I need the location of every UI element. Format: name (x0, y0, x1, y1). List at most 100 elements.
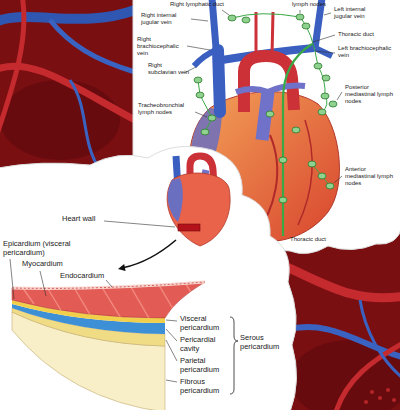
right-atrium (168, 178, 183, 222)
part-label: Right lymphatic duct (170, 1, 224, 8)
leader-line (324, 13, 331, 15)
leader-line (166, 320, 177, 321)
lymph-node (194, 77, 202, 83)
lymph-node (292, 127, 300, 133)
part-label: Myocardium (22, 260, 63, 269)
leader-line (337, 92, 342, 100)
artery (335, 342, 400, 410)
small-heart (167, 173, 230, 246)
part-label: Left brachiocephalic vein (338, 45, 393, 59)
lymph-node (266, 111, 274, 117)
vein (212, 0, 216, 48)
part-label: Thoracic duct (338, 31, 374, 38)
label-anchor: Right internal jugular vein (141, 12, 189, 26)
label-anchor: Thoracic duct (290, 236, 326, 243)
leader-line (166, 340, 177, 361)
label-anchor: Myocardium (22, 260, 63, 269)
arrow-head (118, 264, 126, 271)
thoracic-duct (283, 44, 312, 236)
vein (194, 50, 216, 66)
label-anchor: Heart wall (62, 215, 95, 224)
leader-line (166, 329, 177, 341)
vein (70, 80, 100, 170)
pulmonary-artery (268, 86, 305, 92)
tissue-shade (0, 80, 120, 160)
lymph-node (196, 92, 204, 98)
leader-line (40, 271, 46, 296)
label-anchor: Anterior mediastinal lymph nodes (345, 166, 395, 187)
white-panel (0, 146, 297, 410)
leader-line (166, 380, 177, 382)
leader-line (191, 19, 208, 21)
myocardium-layer (12, 282, 205, 318)
part-label: Thoracic duct (290, 236, 326, 243)
lymph-vessel (312, 164, 330, 186)
label-anchor: Serous pericardium (240, 334, 290, 351)
bracket (230, 317, 238, 394)
label-anchor: Posterior mediastinal lymph nodes (345, 84, 395, 105)
muscle-fibre (100, 284, 122, 320)
part-label: Serous pericardium (240, 334, 290, 351)
label-anchor: lymph nodes (292, 1, 326, 8)
lymph-node (296, 14, 304, 20)
lymph-vessel (198, 80, 212, 132)
part-label: Left internal jugular vein (334, 6, 382, 20)
part-label: Endocardium (60, 272, 104, 281)
label-anchor: Left brachiocephalic vein (338, 45, 393, 59)
leader-line (195, 112, 207, 117)
leader-line (10, 259, 14, 299)
leader-line (104, 221, 175, 227)
lymph-node (302, 23, 310, 29)
label-anchor: Right brachiocephalic vein (137, 36, 185, 57)
part-label: Pericardial cavity (180, 336, 232, 353)
vein (0, 10, 135, 22)
label-anchor: Pericardial cavity (180, 336, 232, 353)
vein (360, 300, 400, 380)
lymph-node (228, 15, 236, 21)
capillary-dot (392, 398, 396, 402)
artery (275, 262, 400, 298)
label-anchor: Left internal jugular vein (334, 6, 382, 20)
capillary-dot (364, 400, 368, 404)
part-label: lymph nodes (292, 1, 326, 8)
label-anchor: Epicardium (visceral pericardium) (3, 240, 95, 257)
label-anchor: Right lymphatic duct (170, 1, 224, 8)
part-label: Visceral pericardium (180, 315, 232, 332)
lymph-node (322, 75, 330, 81)
vein (50, 20, 135, 72)
leader-line (187, 46, 210, 50)
lymph-node (308, 161, 316, 167)
part-label: Posterior mediastinal lymph nodes (345, 84, 395, 105)
pulmonary-artery (236, 89, 268, 92)
part-label: Heart wall (62, 215, 95, 224)
lymph-node (329, 101, 337, 107)
part-label: Parietal pericardium (180, 357, 232, 374)
label-anchor: Right subclavian vein (148, 62, 190, 76)
lymph-node (279, 197, 287, 203)
part-label: Epicardium (visceral pericardium) (3, 240, 95, 257)
wall-section-mark (178, 224, 200, 231)
leader-line (300, 10, 301, 13)
leader-line (334, 176, 342, 183)
lymph-node (314, 63, 322, 69)
part-label: Fibrous pericardium (180, 378, 232, 395)
leader-line (106, 280, 112, 287)
leader-line (222, 10, 229, 15)
artery (0, 0, 24, 140)
lymph-node (326, 183, 334, 189)
part-label: Tracheobronchial lymph nodes (138, 102, 194, 116)
capillary-dot (378, 396, 382, 400)
arrow-line (124, 240, 176, 268)
artery (272, 12, 273, 56)
capillary-dot (386, 388, 390, 392)
lymph-node (201, 129, 209, 135)
part-label: Right brachiocephalic vein (137, 36, 185, 57)
part-label: Anterior mediastinal lymph nodes (345, 166, 395, 187)
leader-line (313, 35, 335, 42)
label-anchor: Thoracic duct (338, 31, 374, 38)
muscle-fibre (182, 278, 196, 300)
lymph-vessel (232, 14, 327, 112)
part-label: Right internal jugular vein (141, 12, 189, 26)
